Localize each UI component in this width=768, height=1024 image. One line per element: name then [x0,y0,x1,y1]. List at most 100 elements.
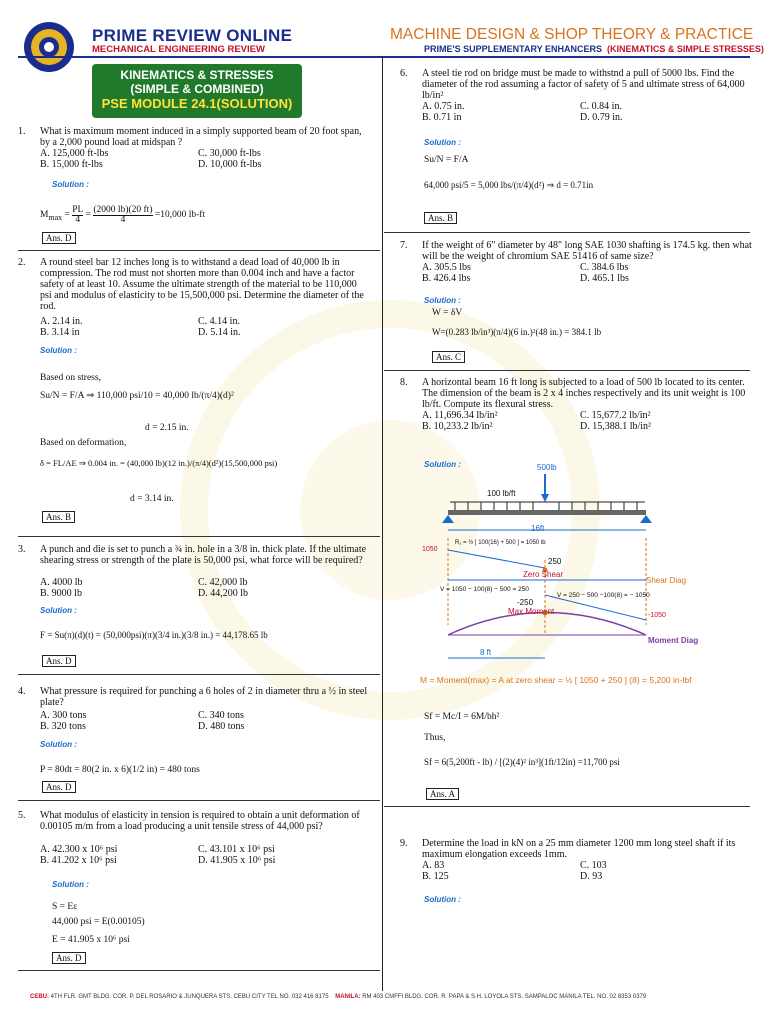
diagram-label: -250 [517,598,534,607]
choice: B. 0.71 in [422,112,462,123]
q7-formula: W=(0.283 lb/in³)(π/4)(6 in.)²(48 in.) = … [432,327,602,337]
choice: D. 5.14 in. [198,327,241,338]
q2-formula: Su/N = F/A ⇒ 110,000 psi/10 = 40,000 lb/… [40,391,234,401]
answer-box: Ans. C [432,351,466,363]
choice: C. 42,000 lb [198,577,248,588]
choice: B. 125 [422,871,449,882]
choice: D. 93 [580,871,603,882]
choice: D. 0.79 in. [580,112,623,123]
diagram-label: 8 ft [480,648,492,657]
choice: D. 15,388.1 lb/in² [580,421,652,432]
q8-formula: Sf = 6(5,200ft - lb) / [(2)(4)² in³](1ft… [424,757,620,767]
solution-label: Solution : [424,138,461,147]
diagram-label: Zero Shear [523,570,564,579]
separator [18,674,380,675]
course-subtitle: PRIME'S SUPPLEMENTARY ENHANCERS (KINEMAT… [424,44,764,54]
choice: A. 83 [422,860,445,871]
choice: B. 320 tons [40,721,86,732]
diagram-label: 100 lb/ft [487,489,516,498]
diagram-label: Max Moment [508,607,555,616]
choice: B. 41.202 x 10⁶ psi [40,855,117,866]
q2-text: Based on deformation, [40,438,127,448]
answer-box: Ans. B [424,212,458,224]
q8-text: Thus, [424,733,446,743]
column-divider [382,56,383,991]
separator [18,800,380,801]
q4-formula: P = 80dt = 80(2 in. x 6)(1/2 in) = 480 t… [40,765,200,775]
answer-box: Ans. D [42,781,76,793]
choice: C. 30,000 ft-lbs [198,148,261,159]
diagram-label: -1050 [648,612,666,619]
separator [18,250,380,251]
choice: B. 10,233.2 lb/in² [422,421,493,432]
diagram-label: Moment Diag [648,636,699,645]
diagram-label: R₁ = ½ [ 100(16) + 500 ] = 1050 lb [455,540,546,546]
answer-box: Ans. D [42,655,76,667]
choice: A. 0.75 in. [422,101,465,112]
choice: C. 340 tons [198,710,244,721]
choice: B. 3.14 in [40,327,80,338]
footer: CEBU: 4TH FLR. GMT BLDG. COR. P. DEL ROS… [30,994,647,1000]
diagram-label: 500lb [537,463,557,472]
choice: B. 426.4 lbs [422,273,471,284]
choice: C. 103 [580,860,607,871]
q3-formula: F = Su(π)(d)(t) = (50,000psi)(π)(3/4 in.… [40,630,268,640]
diagram-label: M = Moment(max) = A at zero shear = ½ [ … [420,675,692,685]
header-rule [18,56,750,58]
choice: A. 11,696.34 lb/in² [422,410,498,421]
separator [384,232,750,233]
q6-formula: 64,000 psi/5 = 5,000 lbs/(π/4)(d²) ⇒ d =… [424,180,594,190]
choice: B. 15,000 ft-lbs [40,159,103,170]
choice: A. 300 tons [40,710,87,721]
module-title-box: KINEMATICS & STRESSES (SIMPLE & COMBINED… [92,64,302,118]
answer-box: Ans. D [52,952,86,964]
prime-logo-icon [24,22,74,72]
q5-result: E = 41.905 x 10⁶ psi [52,935,130,945]
diagram-label: 16ft [531,524,545,533]
choice: D. 480 tons [198,721,245,732]
choice: A. 42.300 x 10⁶ psi [40,844,118,855]
choice: D. 465.1 lbs [580,273,629,284]
choice: C. 15,677.2 lb/in² [580,410,651,421]
choice: A. 2.14 in. [40,316,83,327]
solution-label: Solution : [40,740,77,749]
choice: D. 44,200 lb [198,588,248,599]
q2-text: Based on stress, [40,373,101,383]
q7-formula: W = δV [432,308,463,318]
q2-result: d = 3.14 in. [130,494,174,504]
choice: D. 10,000 ft-lbs [198,159,262,170]
diagram-label: V = 1050 − 100(8) − 500 = 250 [440,586,529,593]
solution-label: Solution : [424,895,461,904]
choice: C. 43.101 x 10⁶ psi [198,844,275,855]
answer-box: Ans. A [426,788,460,800]
diagram-label: V = 250 − 500 −100(8) = − 1050 [557,592,650,599]
choice: D. 41.905 x 10⁶ psi [198,855,276,866]
q8-formula: Sf = Mc/I = 6M/bh² [424,712,500,722]
solution-label: Solution : [40,606,77,615]
separator [384,806,750,807]
choice: A. 305.5 lbs [422,262,471,273]
brand-name: PRIME REVIEW ONLINE [92,26,293,45]
choice: A. 125,000 ft-lbs [40,148,109,159]
solution-label: Solution : [52,880,89,889]
solution-label: Solution : [40,346,77,355]
choice: A. 4000 lb [40,577,83,588]
diagram-label: 250 [548,557,562,566]
q2-result: d = 2.15 in. [145,423,189,433]
q5-formula: 44,000 psi = E(0.00105) [52,917,145,927]
answer-box: Ans. D [42,232,76,244]
q6-formula: Su/N = F/A [424,155,469,165]
solution-label: Solution : [424,296,461,305]
choice: B. 9000 lb [40,588,82,599]
solution-label: Solution : [424,460,461,469]
separator [18,536,380,537]
course-title: MACHINE DESIGN & SHOP THEORY & PRACTICE [390,26,754,43]
choice: C. 384.6 lbs [580,262,629,273]
beam-diagram [442,474,652,659]
solution-label: Solution : [52,180,89,189]
separator [384,370,750,371]
choice: C. 0.84 in. [580,101,622,112]
separator [18,970,380,971]
brand-subtitle: MECHANICAL ENGINEERING REVIEW [92,44,265,55]
